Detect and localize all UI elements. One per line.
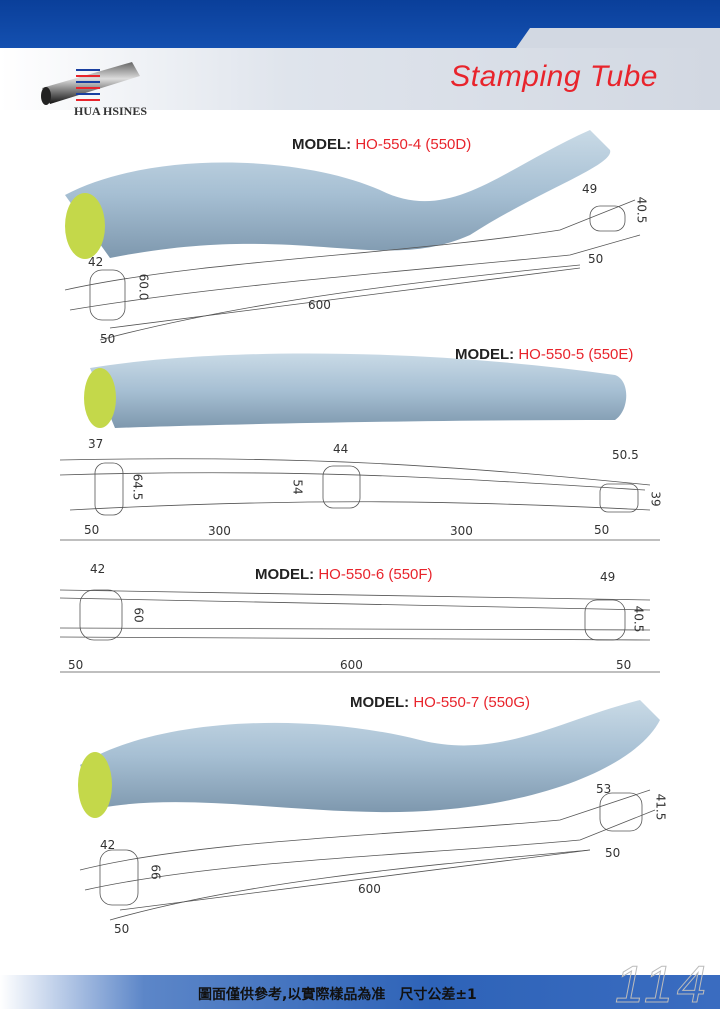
dim: 300	[450, 524, 473, 538]
dim: 42	[88, 255, 104, 269]
dim: 64.5	[130, 473, 145, 501]
dim: 37	[88, 437, 104, 451]
dim: 42	[90, 562, 106, 576]
dim: 600	[340, 658, 363, 672]
footer-band	[0, 975, 720, 1009]
page-number: 114	[615, 956, 710, 1015]
dim: 300	[208, 524, 231, 538]
dim: 50	[616, 658, 632, 672]
dim: 39	[648, 491, 663, 507]
dim: 40.5	[631, 605, 646, 633]
dim: 49	[582, 182, 598, 196]
dim: 49	[600, 570, 616, 584]
dim: 53	[596, 782, 612, 796]
dim: 50	[114, 922, 130, 936]
dim: 600	[358, 882, 381, 896]
dim: 60	[131, 607, 146, 623]
dim: 54	[290, 479, 305, 495]
dim: 50	[100, 332, 116, 346]
dim: 44	[333, 442, 349, 456]
dim: 40.5	[634, 196, 649, 224]
model-label-1: MODEL: HO-550-4 (550D)	[292, 136, 472, 153]
footer-note: 圖面僅供參考,以實際樣品為准 尺寸公差±1	[198, 987, 477, 1003]
dim: 60.0	[136, 273, 151, 301]
header-wedge	[516, 28, 720, 48]
brand-name: HUA HSINES	[74, 104, 148, 118]
dim: 50	[594, 523, 610, 537]
model-label-4: MODEL: HO-550-7 (550G)	[350, 694, 531, 711]
dim: 50.5	[612, 448, 639, 462]
dim: 50	[68, 658, 84, 672]
company-logo	[41, 62, 140, 105]
dim: 600	[308, 298, 331, 312]
model-label-3: MODEL: HO-550-6 (550F)	[255, 566, 433, 583]
tube-render-1	[65, 130, 611, 258]
dim: 50	[605, 846, 621, 860]
dim: 42	[100, 838, 116, 852]
dim: 66	[148, 864, 163, 880]
page-title: Stamping Tube	[450, 60, 658, 93]
dim: 41.5	[653, 793, 668, 821]
dim: 50	[84, 523, 100, 537]
model-label-2: MODEL: HO-550-5 (550E)	[455, 346, 634, 363]
dim: 50	[588, 252, 604, 266]
